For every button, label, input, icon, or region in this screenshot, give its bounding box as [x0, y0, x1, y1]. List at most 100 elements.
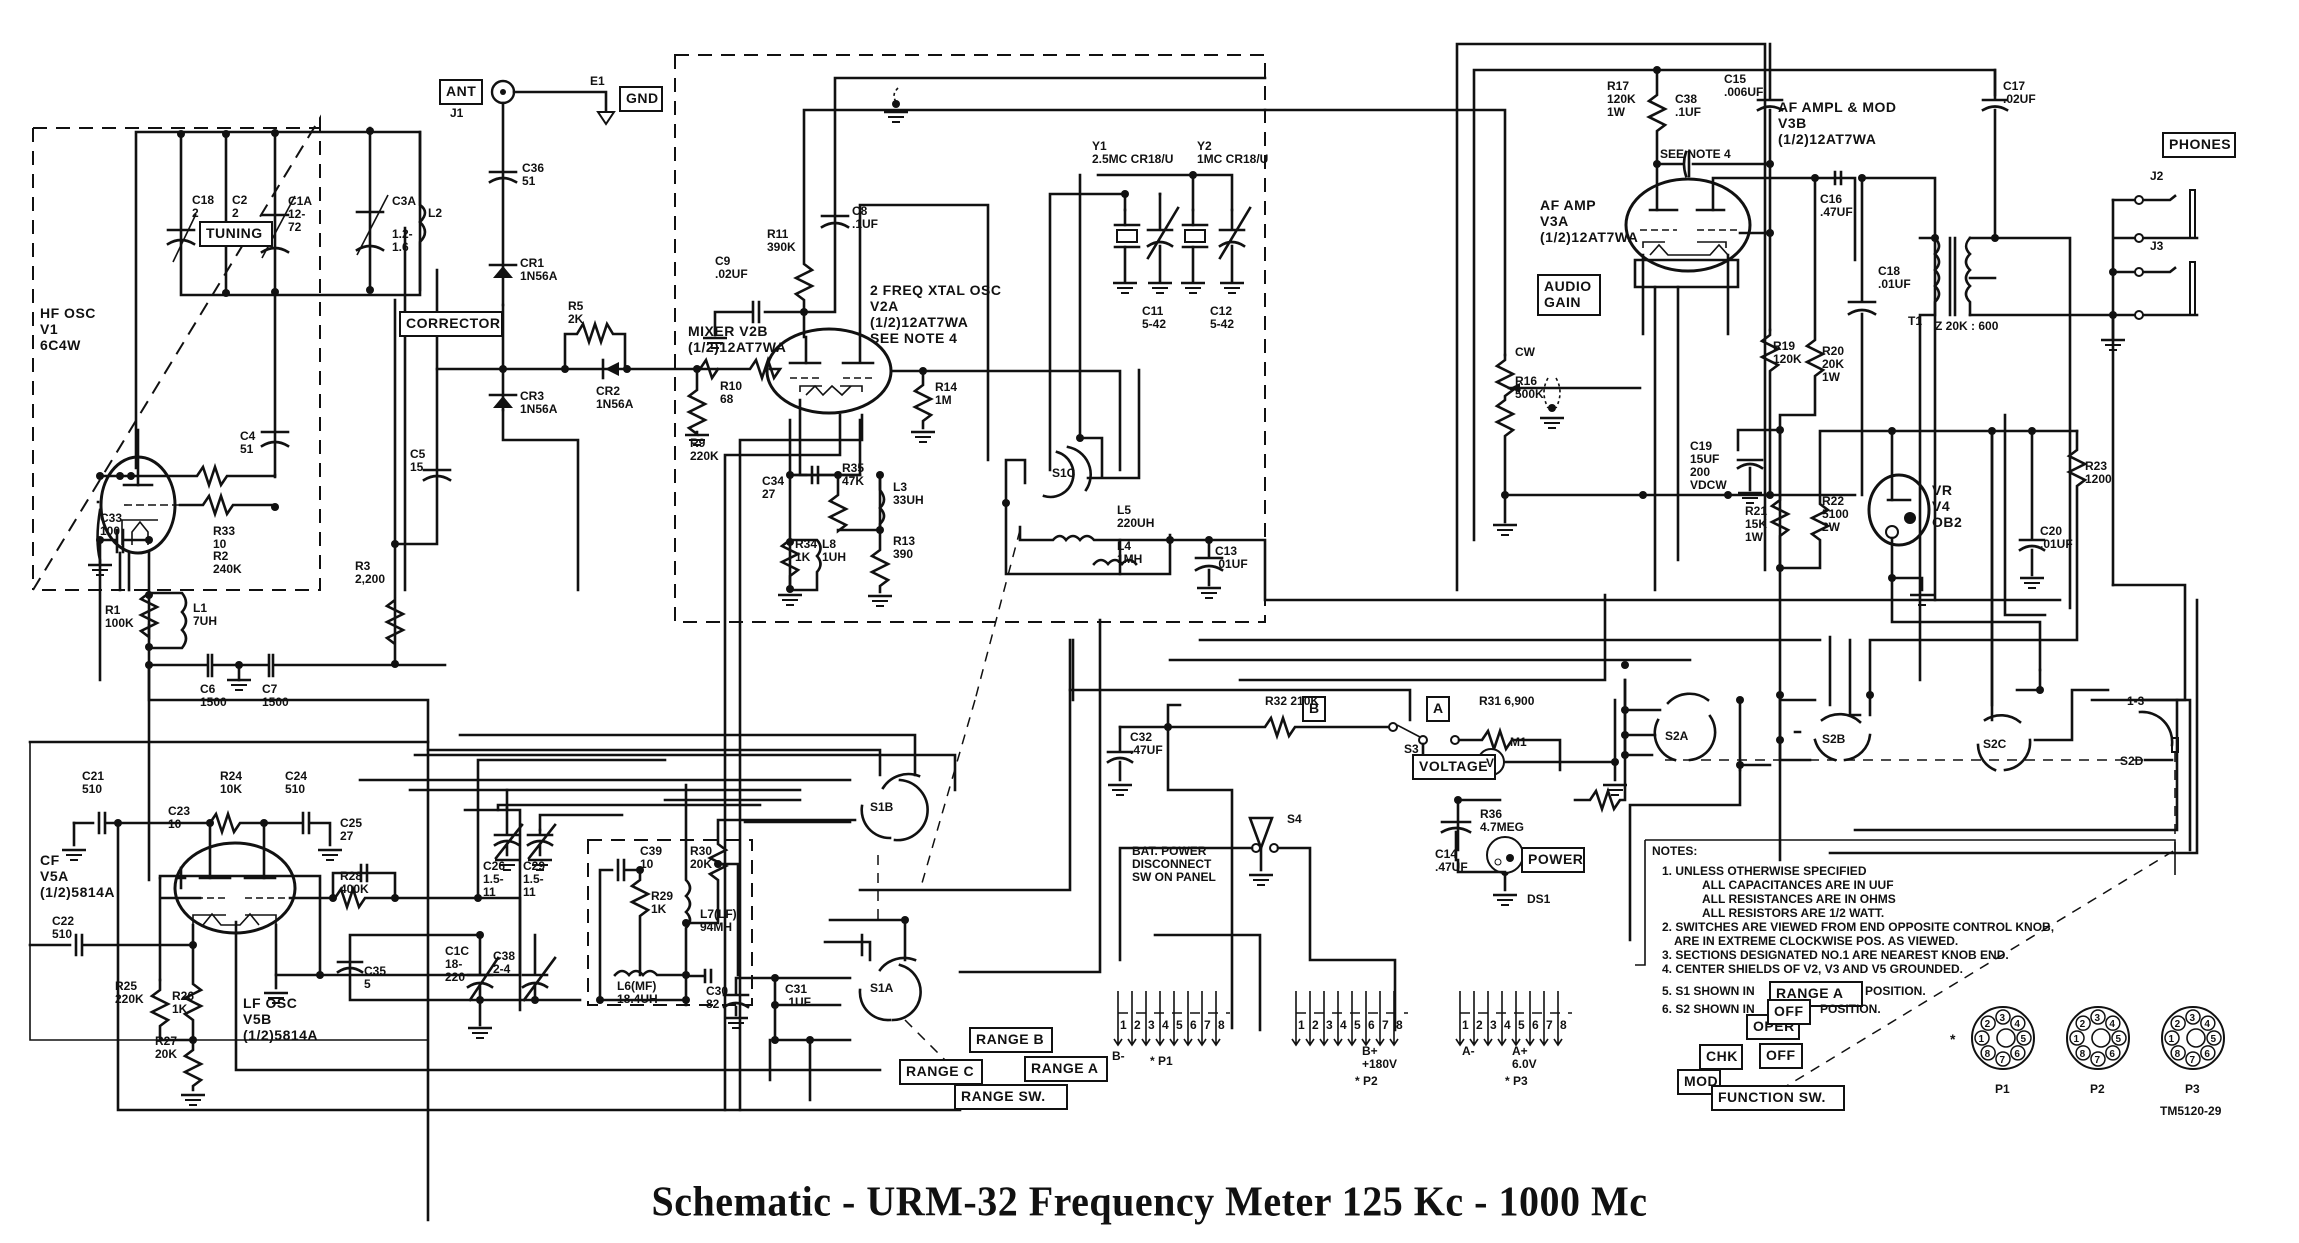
switch-s2a[interactable]: [1653, 692, 1717, 762]
lf-osc-section: [28, 740, 962, 1112]
p2-pin-number: 4: [1340, 1018, 1347, 1032]
p2-label: * P2: [1355, 1074, 1378, 1088]
notes-heading: NOTES:: [1652, 844, 1697, 858]
note-6-off-box-text: OFF: [1774, 1003, 1804, 1019]
component-l7-label: L7(LF)94MH: [700, 907, 737, 934]
power-lamp-label: POWER: [1521, 847, 1585, 873]
switch-s1c[interactable]: [1042, 445, 1092, 499]
range-a-position-label[interactable]: RANGE A: [1024, 1056, 1108, 1082]
component-j2-label: J2: [2150, 169, 2164, 183]
hf-osc-shield-outline: [31, 114, 321, 591]
function-mod-label[interactable]: MOD: [1677, 1069, 1721, 1095]
p1-pin-number: 1: [1120, 1018, 1127, 1032]
function-switch-label[interactable]: FUNCTION SW.: [1711, 1085, 1845, 1111]
function-switch-section: [1068, 429, 2199, 1091]
corrector-control-label[interactable]: CORRECTOR: [399, 311, 503, 337]
range-b-position-label[interactable]: RANGE B: [969, 1027, 1053, 1053]
p1-b-minus-label: B-: [1112, 1049, 1125, 1063]
p1-pin-number: 1: [1979, 1034, 1985, 1045]
component-cw-label: CW: [1515, 345, 1536, 359]
function-chk-label[interactable]: CHK: [1699, 1044, 1743, 1070]
switch-s2c[interactable]: [1976, 714, 2032, 772]
switch-s1a[interactable]: [858, 956, 922, 1022]
component-c16-label: C16.47UF: [1820, 192, 1853, 219]
p3-pin-5: [1511, 991, 1521, 1047]
p2-pin-number: 2: [2080, 1019, 2086, 1030]
switch-s1b-label: S1B: [870, 800, 894, 814]
power-lamp-label-text: POWER: [1528, 851, 1583, 867]
component-c32-label: C32.47UF: [1130, 730, 1163, 757]
tuning-control-label[interactable]: TUNING: [199, 221, 273, 247]
function-off-label[interactable]: OFF: [1759, 1043, 1803, 1069]
note-line: 4. CENTER SHIELDS OF V2, V3 AND V5 GROUN…: [1662, 962, 1963, 976]
p2-pin-6: [1361, 991, 1371, 1047]
switch-s2d[interactable]: [2138, 698, 2192, 852]
gnd-panel-label-text: GND: [626, 90, 659, 106]
af-amp-section: [1263, 42, 2199, 862]
p3-pin-number: 5: [2211, 1034, 2217, 1045]
note-line: ALL CAPACITANCES ARE IN UUF: [1702, 878, 1894, 892]
p3-a-plus-label: A+6.0V: [1512, 1044, 1537, 1071]
p2-pin-5: [1347, 991, 1357, 1047]
voltage-meter-label: VOLTAGE: [1412, 754, 1496, 780]
p3-pin-number: 2: [1476, 1018, 1483, 1032]
range-switch-label[interactable]: RANGE SW.: [954, 1084, 1068, 1110]
component-c8-label: C8.1UF: [852, 204, 878, 231]
range-a-position-label-text: RANGE A: [1031, 1060, 1099, 1076]
range-c-position-label-text: RANGE C: [906, 1063, 974, 1079]
switch-b-position-label-text: B: [1309, 700, 1320, 716]
p3-pin-3: [1483, 991, 1493, 1047]
p2-pin-number: 4: [2109, 1019, 2115, 1030]
switch-s2d_pos-label: 1-3: [2127, 694, 2145, 708]
p1-pin-2: [1127, 991, 1137, 1047]
p1-pin-number: 6: [1190, 1018, 1197, 1032]
component-t1-label: T1: [1908, 314, 1922, 328]
component-c17-label: C17.02UF: [2003, 79, 2036, 106]
p3-pin-number: 8: [1560, 1018, 1567, 1032]
phones-jack-label: PHONES: [2162, 132, 2236, 158]
component-l2v-label: 1.2-1.6: [392, 227, 413, 254]
component-c15-label: C15.006UF: [1724, 72, 1763, 99]
range-b-position-label-text: RANGE B: [976, 1031, 1044, 1047]
component-e1-label: E1: [590, 74, 605, 88]
p3-pin-number: 7: [2190, 1055, 2196, 1066]
p2-pin-number: 2: [1312, 1018, 1319, 1032]
v4-tube-envelope: [1867, 473, 1931, 547]
l6-l7-shield-outline: [587, 839, 753, 1006]
switch-s1a-label: S1A: [870, 981, 894, 995]
mixer-stage-label: MIXER V2B(1/2)12AT7WA: [688, 323, 786, 355]
function-switch-label-text: FUNCTION SW.: [1718, 1089, 1826, 1105]
note-line: 3. SECTIONS DESIGNATED NO.1 ARE NEAREST …: [1662, 948, 2009, 962]
range-c-position-label[interactable]: RANGE C: [899, 1059, 983, 1085]
p3-pin-2: [1469, 991, 1479, 1047]
p2-pin-3: [1319, 991, 1329, 1047]
switch-s2a-label: S2A: [1665, 729, 1689, 743]
ant-panel-label-text: ANT: [446, 83, 476, 99]
